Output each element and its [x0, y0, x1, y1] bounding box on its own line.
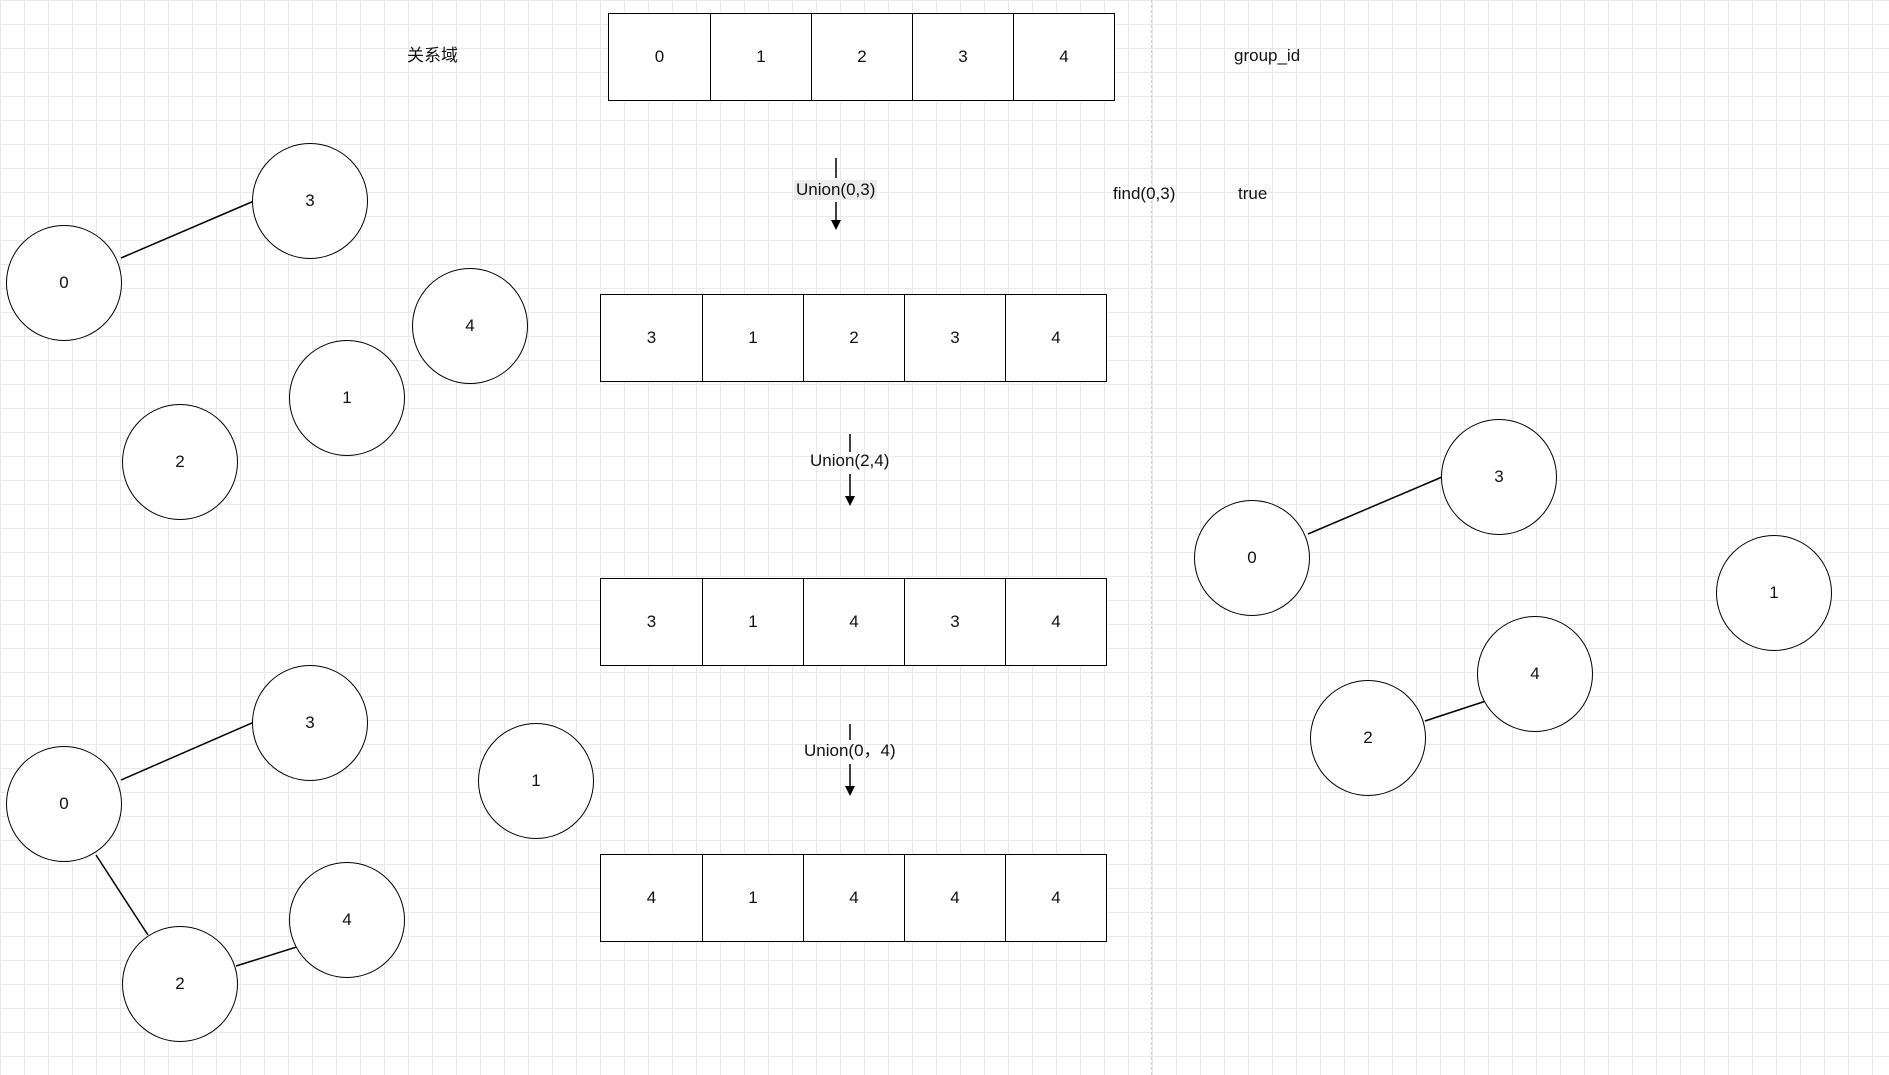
- graph-node: 0: [6, 225, 122, 341]
- graph-node: 4: [1477, 616, 1593, 732]
- graph-node: 1: [478, 723, 594, 839]
- array-cell: 2: [803, 295, 904, 381]
- union-2-4-label: Union(2,4): [810, 451, 890, 470]
- array-cell: 4: [646, 888, 657, 907]
- graph-node: 0: [6, 746, 122, 862]
- graph-node: 2: [1310, 680, 1426, 796]
- union-0-4-label: Union(0，4): [804, 741, 896, 760]
- graph-node: 3: [252, 665, 368, 781]
- array-cell: 4: [803, 579, 904, 665]
- array-cell: 4: [1005, 579, 1106, 665]
- array-initial: 0 1 2 3 4: [608, 13, 1115, 101]
- graph-node: 0: [1194, 500, 1310, 616]
- edge-0-3: [1307, 476, 1443, 535]
- find-call-label: find(0,3): [1113, 184, 1176, 203]
- array-cell: 1: [710, 14, 811, 100]
- array-cell: 0: [654, 47, 665, 66]
- array-cell: 4: [1005, 295, 1106, 381]
- graph-node: 4: [412, 268, 528, 384]
- graph-node: 1: [1716, 535, 1832, 651]
- array-cell: 3: [904, 579, 1005, 665]
- array-cell: 3: [646, 612, 657, 631]
- array-after-union-2-4: 3 1 4 3 4: [600, 578, 1107, 666]
- domain-label: 关系域: [407, 46, 458, 65]
- page-divider: [1151, 0, 1152, 1075]
- graph-node: 4: [289, 862, 405, 978]
- array-cell: 1: [702, 295, 803, 381]
- array-cell: 4: [904, 855, 1005, 941]
- graph-node: 2: [122, 926, 238, 1042]
- graph-node: 3: [252, 143, 368, 259]
- array-after-union-0-3: 3 1 2 3 4: [600, 294, 1107, 382]
- edge-0-3: [120, 721, 255, 781]
- array-cell: 3: [912, 14, 1013, 100]
- array-cell: 2: [811, 14, 912, 100]
- array-cell: 4: [1013, 14, 1114, 100]
- edge-0-3: [120, 200, 255, 259]
- union-0-3-label: Union(0,3): [794, 180, 878, 200]
- graph-node: 1: [289, 340, 405, 456]
- edge-0-2: [95, 854, 149, 936]
- array-cell: 3: [646, 328, 657, 347]
- array-cell: 4: [1005, 855, 1106, 941]
- array-cell: 4: [803, 855, 904, 941]
- edge-2-4: [1424, 698, 1493, 722]
- edge-2-4: [235, 944, 304, 967]
- array-after-union-0-4: 4 1 4 4 4: [600, 854, 1107, 942]
- graph-node: 3: [1441, 419, 1557, 535]
- graph-node: 2: [122, 404, 238, 520]
- array-cell: 1: [702, 579, 803, 665]
- array-cell: 3: [904, 295, 1005, 381]
- array-cell: 1: [702, 855, 803, 941]
- find-result-label: true: [1238, 184, 1268, 203]
- group-id-label: group_id: [1234, 46, 1301, 65]
